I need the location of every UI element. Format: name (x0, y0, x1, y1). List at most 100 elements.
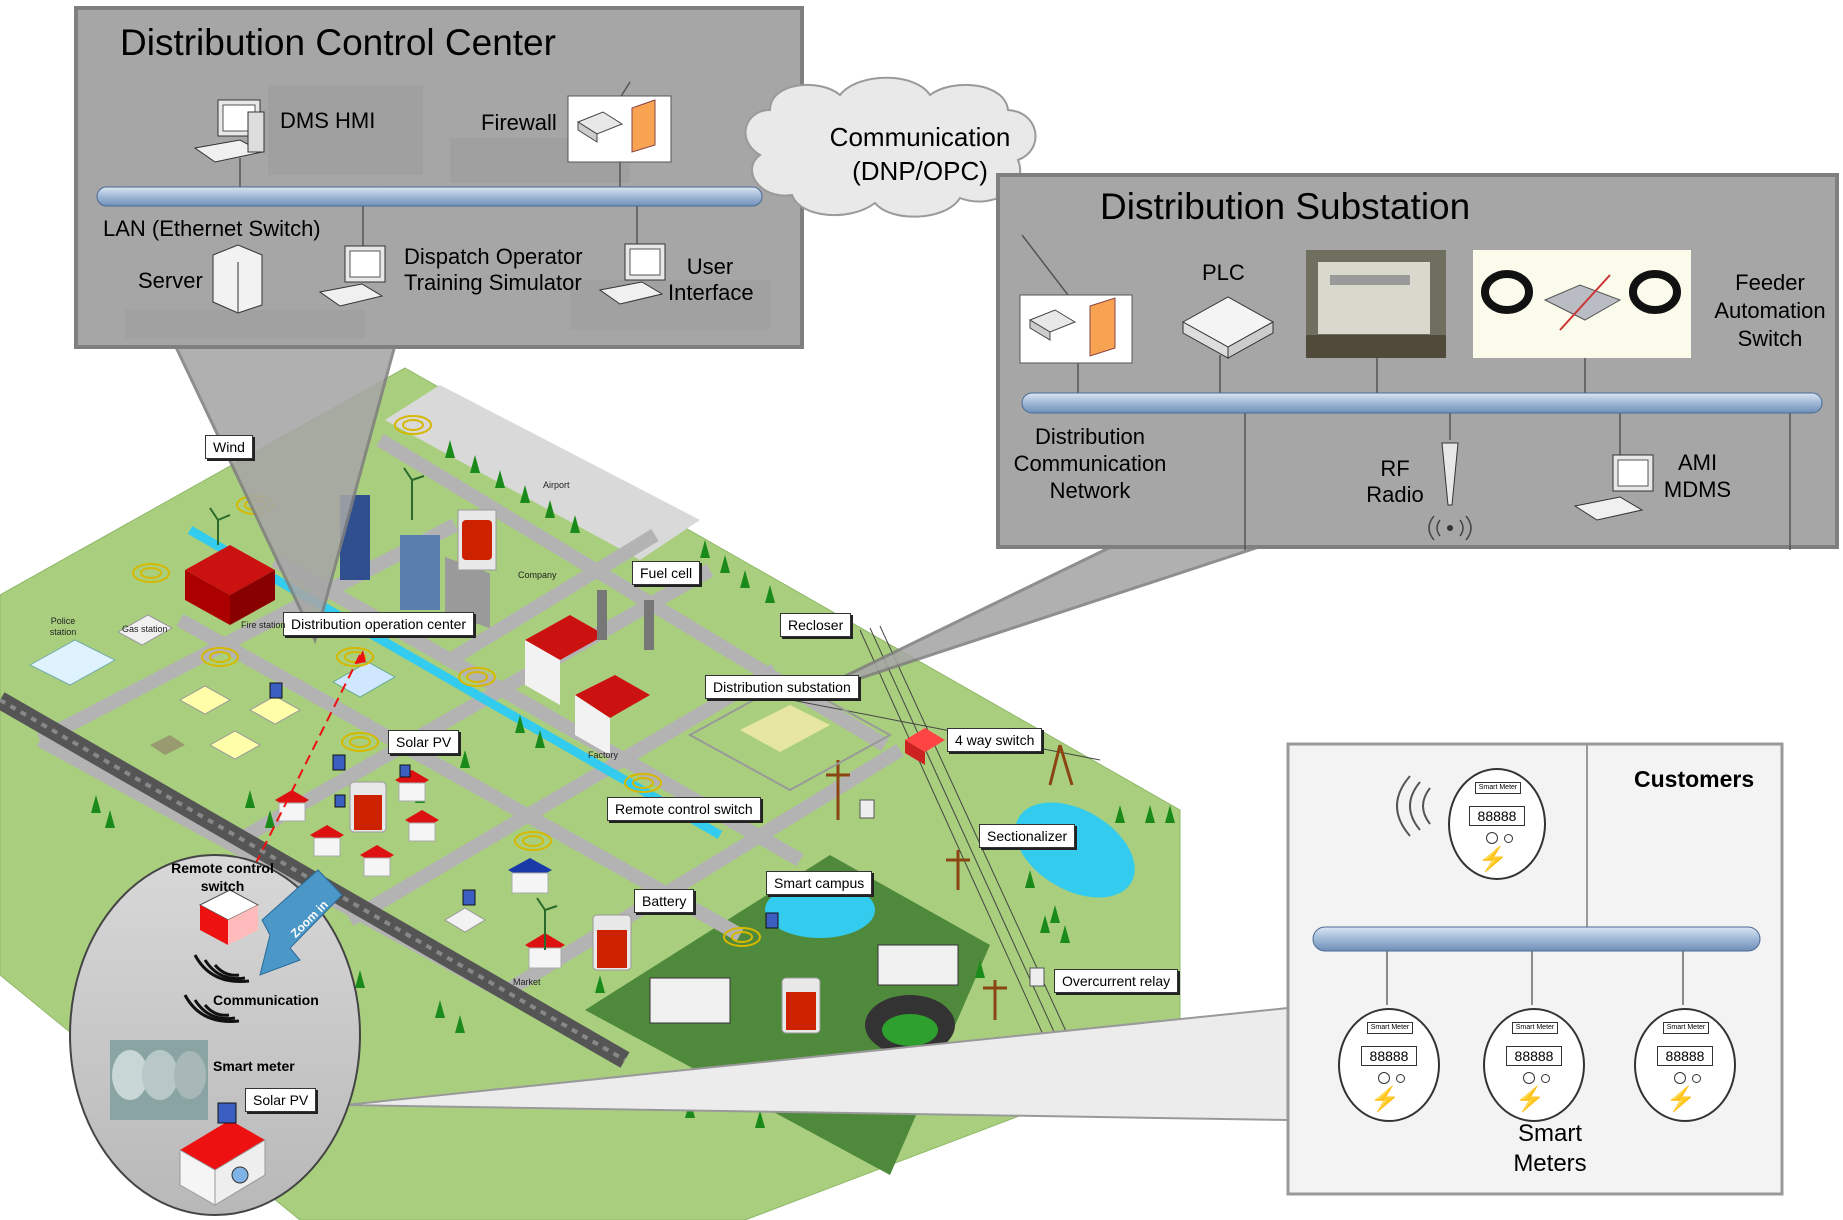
meter-wireless-icon (1396, 775, 1431, 837)
zoom-remote-control-line2: switch (200, 878, 245, 894)
feeder-switch-photo (1473, 250, 1691, 358)
customers-title: Customers (1634, 766, 1755, 792)
substation-connectors (1021, 234, 1791, 550)
rf-radio-label-line1: RF (1380, 456, 1410, 481)
feeder-label-line2: Automation (1714, 298, 1826, 323)
smart-meters-label-line2: Meters (1513, 1150, 1587, 1177)
zoom-communication-label: Communication (213, 992, 319, 1008)
smart-meters-label-line1: Smart (1517, 1120, 1582, 1147)
meter-label: Smart Meter (1663, 1022, 1709, 1034)
zoom-remote-control-line1: Remote control (171, 860, 274, 876)
rf-radio-label-line2: Radio (1366, 482, 1424, 507)
office-tower-2 (400, 535, 440, 610)
lightning-icon: ⚡ (1478, 846, 1508, 873)
control-center-callout (74, 6, 804, 645)
control-center-title: Distribution Control Center (120, 22, 556, 63)
substation-bus (1021, 392, 1823, 414)
smart-meter-2: Smart Meter 88888 ⚡ (1483, 1008, 1585, 1122)
meter-label: Smart Meter (1512, 1022, 1558, 1034)
four-way-switch-tag: 4 way switch (947, 728, 1043, 752)
airport-label: Airport (543, 480, 570, 490)
police-station (28, 639, 117, 686)
utility-poles (826, 744, 1074, 1020)
airport-area (385, 385, 700, 560)
dcn-label-line3: Network (1049, 478, 1131, 503)
recloser-tag: Recloser (780, 613, 852, 637)
lan-label: LAN (Ethernet Switch) (103, 216, 321, 241)
plc-label: PLC (1202, 260, 1245, 285)
firewall-label: Firewall (481, 110, 557, 135)
campus-hall-1 (649, 977, 731, 1024)
airport-building (445, 556, 490, 629)
dcn-label-line2: Communication (1013, 451, 1167, 476)
communication-label-line1: Communication (829, 122, 1011, 152)
lightning-icon: ⚡ (1515, 1086, 1545, 1113)
dots-label-line1: Dispatch Operator (404, 244, 583, 269)
server-icon (212, 244, 263, 314)
network-switch-icon (1019, 294, 1133, 364)
solar-panels (269, 682, 779, 929)
company-label: Company (518, 570, 557, 580)
ami-mdms-computer-icon (1573, 454, 1654, 521)
server-label: Server (138, 268, 203, 293)
lan-bus (96, 186, 763, 207)
police-label-line2: station (49, 627, 77, 637)
remote-control-switch-tag: Remote control switch (607, 797, 761, 821)
overcurrent-relay-box (1029, 967, 1045, 987)
smart-meter-3: Smart Meter 88888 ⚡ (1634, 1008, 1736, 1122)
factory-roof-2 (575, 675, 650, 718)
ami-label-line1: AMI (1677, 450, 1718, 475)
meter-display: 88888 (1361, 1046, 1417, 1066)
factory-label: Factory (588, 750, 619, 760)
sectionalizer-tag: Sectionalizer (979, 824, 1076, 848)
factory-roof-1 (525, 615, 605, 660)
substation-pointer (799, 543, 1266, 700)
dms-hmi-computer-icon (193, 99, 265, 163)
communication-signal-icon (183, 954, 250, 1023)
smart-campus-tag: Smart campus (766, 871, 873, 895)
lake-campus (765, 882, 875, 938)
gas-station-label: Gas station (122, 624, 168, 634)
factory-chimneys (597, 590, 654, 650)
meter-display: 88888 (1657, 1046, 1713, 1066)
city-buildings (28, 495, 1045, 1055)
smart-meter-top: Smart Meter 88888 ⚡ (1448, 768, 1546, 880)
fire-station-label: Fire station (241, 620, 286, 630)
solar-house-icon (179, 1102, 266, 1206)
substation-title: Distribution Substation (1100, 186, 1471, 227)
user-interface-label-line2: Interface (668, 280, 754, 305)
zoom-smart-meter-label: Smart meter (213, 1058, 295, 1074)
smart-meter-photo (110, 1040, 208, 1120)
distribution-operation-center-building (331, 661, 397, 698)
user-interface-computer-icon (598, 243, 666, 305)
communication-label-line2: (DNP/OPC) (852, 156, 988, 186)
dms-hmi-label: DMS HMI (280, 108, 376, 133)
wind-tag: Wind (205, 435, 253, 459)
meter-label: Smart Meter (1367, 1022, 1413, 1034)
substation-panel (996, 173, 1839, 549)
training-simulator-computer-icon (318, 245, 386, 307)
plc-icon (1181, 296, 1275, 359)
ami-label-line2: MDMS (1663, 477, 1732, 502)
solar-pv-tag: Solar PV (388, 730, 460, 754)
gas-station (116, 614, 174, 646)
fuel-cell-tag: Fuel cell (632, 561, 701, 585)
remote-control-switch-icon (198, 889, 260, 945)
lan-connectors (239, 81, 638, 250)
distribution-operation-center-tag: Distribution operation center (283, 612, 475, 636)
zoom-arrow-icon (259, 869, 343, 976)
overcurrent-relay-tag: Overcurrent relay (1054, 969, 1179, 993)
zoom-solar-pv-tag: Solar PV (245, 1088, 317, 1112)
zoom-callout (69, 854, 361, 1216)
substation-building (740, 705, 830, 752)
battery-tag: Battery (634, 889, 695, 913)
smart-meter-1: Smart Meter 88888 ⚡ (1338, 1008, 1440, 1122)
wind-turbines (209, 467, 558, 950)
substation-callout (799, 173, 1839, 700)
customer-bus (1312, 926, 1761, 952)
dcn-label-line1: Distribution (1034, 424, 1146, 449)
distribution-substation-tag: Distribution substation (705, 675, 859, 699)
sectionalizer-box (859, 799, 875, 819)
campus-hall-2 (877, 944, 959, 986)
